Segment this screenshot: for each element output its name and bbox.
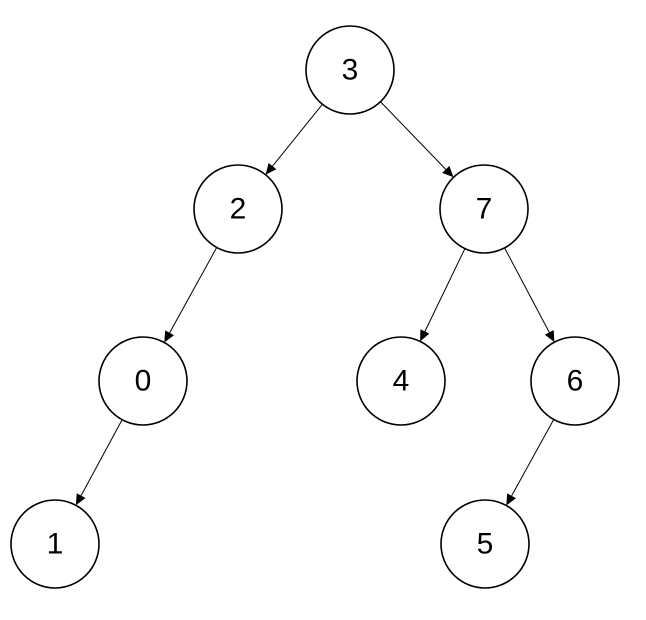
edge-n7-n4 xyxy=(424,248,466,332)
node-circle xyxy=(305,25,395,115)
arrowhead-icon xyxy=(544,330,555,343)
tree-node-5: 5 xyxy=(440,499,530,589)
node-label: 0 xyxy=(135,365,152,398)
nodes-layer: 3 2 7 0 4 6 1 5 xyxy=(10,25,620,589)
node-label: 5 xyxy=(477,528,494,561)
node-label: 3 xyxy=(342,54,359,87)
node-label: 1 xyxy=(47,528,64,561)
arrowhead-icon xyxy=(420,329,430,342)
edge-n6-n5 xyxy=(511,419,555,497)
tree-node-1: 1 xyxy=(10,499,100,589)
tree-node-4: 4 xyxy=(356,336,446,426)
tree-node-3: 3 xyxy=(305,25,395,115)
edge-n7-n6 xyxy=(504,247,550,333)
edges-layer xyxy=(75,101,555,506)
edge-n3-n2 xyxy=(272,103,323,167)
tree-node-6: 6 xyxy=(530,336,620,426)
arrowhead-icon xyxy=(506,493,516,506)
node-label: 7 xyxy=(476,193,493,226)
node-circle xyxy=(356,336,446,426)
node-circle xyxy=(193,164,283,254)
tree-node-2: 2 xyxy=(193,164,283,254)
tree-node-7: 7 xyxy=(439,164,529,254)
node-label: 6 xyxy=(567,365,584,398)
node-circle xyxy=(439,164,529,254)
node-label: 2 xyxy=(230,193,247,226)
arrowhead-icon xyxy=(75,493,86,506)
tree-node-0: 0 xyxy=(98,336,188,426)
node-label: 4 xyxy=(393,365,410,398)
arrowhead-icon xyxy=(164,330,174,343)
edge-n2-n0 xyxy=(169,247,218,334)
node-circle xyxy=(98,336,188,426)
edge-n3-n7 xyxy=(380,101,447,170)
arrowhead-icon xyxy=(265,163,277,175)
node-circle xyxy=(10,499,100,589)
node-circle xyxy=(530,336,620,426)
edge-n0-n1 xyxy=(80,419,123,496)
arrowhead-icon xyxy=(442,165,454,178)
node-circle xyxy=(440,499,530,589)
